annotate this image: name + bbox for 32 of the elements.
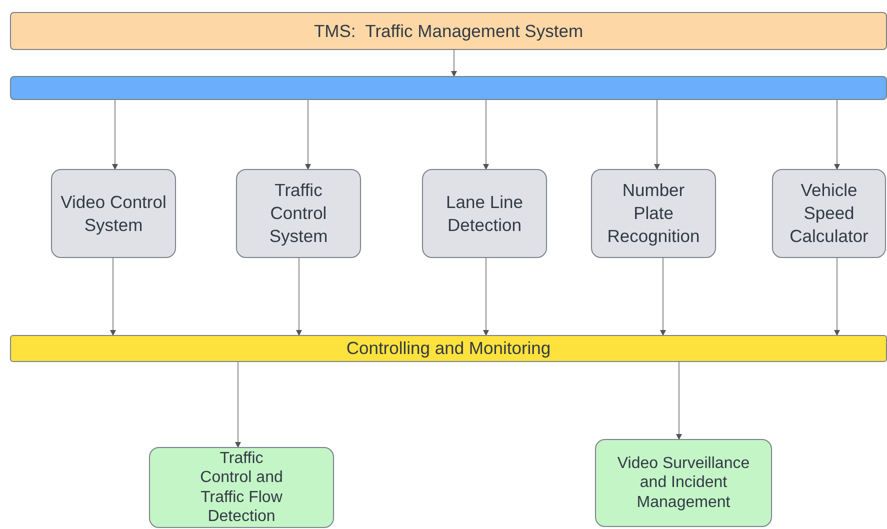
title-bar [10,12,887,50]
node-label: Vehicle Speed Calculator [788,179,870,248]
arrow [834,258,840,336]
arrow [235,362,241,448]
header-bar [10,335,887,362]
arrow [296,258,302,336]
process-box [772,169,886,258]
arrow [660,258,666,336]
node-label: Video Control System [60,190,168,236]
arrow [483,100,489,170]
arrow [451,50,457,77]
bar-title: Controlling and Monitoring [346,337,551,360]
arrow [305,100,311,170]
process-box [422,169,547,258]
arrow [112,100,118,170]
arrow [834,100,840,170]
node-label: Lane Line Detection [445,190,524,236]
node-label: Traffic Control and Traffic Flow Detection [199,448,284,526]
output-box [149,447,334,528]
output-box [595,439,772,527]
node-label: Traffic Control System [268,179,329,248]
arrow [676,362,682,440]
process-box [236,169,361,258]
arrow [654,100,660,170]
node-label: Video Surveillance and Incident Management [616,454,751,512]
bar-title: TMS: Traffic Management System [314,20,584,42]
arrow [110,258,116,336]
process-box [591,169,716,258]
arrow [483,258,489,336]
process-box [51,169,176,258]
header-bar [10,76,887,100]
node-label: Number Plate Recognition [607,179,700,248]
